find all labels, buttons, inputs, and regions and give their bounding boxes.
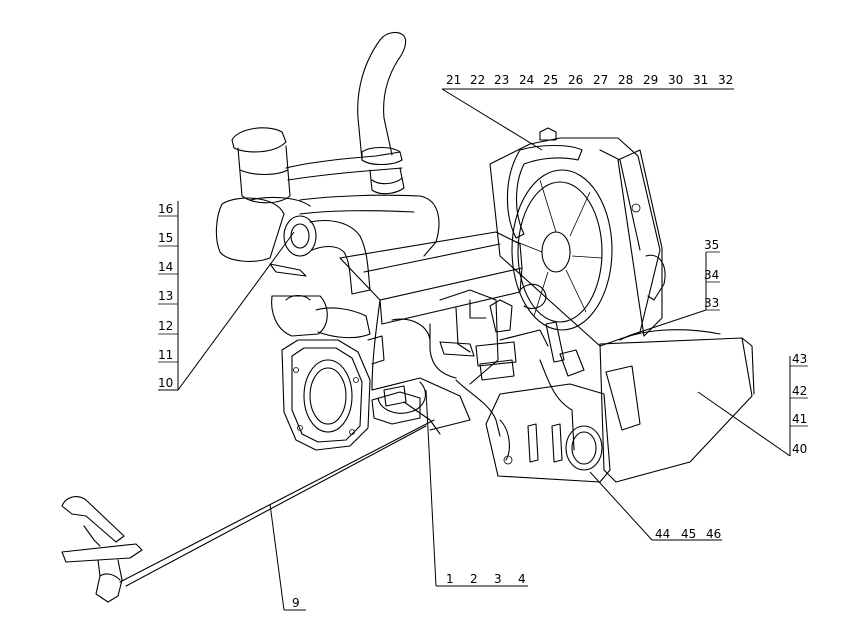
callout-14: 14 (158, 260, 173, 274)
callout-42: 42 (792, 384, 807, 398)
callout-13: 13 (158, 289, 173, 303)
callout-4: 4 (518, 572, 526, 586)
radiator (489, 127, 666, 347)
callout-35: 35 (704, 238, 719, 252)
callout-32: 32 (718, 73, 733, 87)
callout-30: 30 (668, 73, 683, 87)
accelerator-pedal (61, 496, 143, 603)
callout-46: 46 (706, 527, 721, 541)
exhaust-pipe (357, 31, 407, 195)
side-tank (599, 329, 755, 483)
callout-leaders (158, 88, 808, 611)
callout-22: 22 (470, 73, 485, 87)
callout-43: 43 (792, 352, 807, 366)
turbocharger (269, 215, 371, 339)
callout-27: 27 (593, 73, 608, 87)
engine-drawing (61, 31, 755, 603)
oil-pan (485, 383, 611, 483)
callout-21: 21 (446, 73, 461, 87)
callout-40: 40 (792, 442, 807, 456)
flywheel-housing (281, 335, 385, 451)
callout-1: 1 (446, 572, 454, 586)
callout-25: 25 (543, 73, 558, 87)
callout-44: 44 (655, 527, 670, 541)
callout-45: 45 (681, 527, 696, 541)
callout-15: 15 (158, 231, 173, 245)
callout-24: 24 (519, 73, 534, 87)
callout-16: 16 (158, 202, 173, 216)
callout-11: 11 (158, 348, 173, 362)
callout-3: 3 (494, 572, 502, 586)
fuel-lines (429, 283, 585, 451)
callout-9: 9 (292, 596, 300, 610)
callout-23: 23 (494, 73, 509, 87)
callout-2: 2 (470, 572, 478, 586)
callout-41: 41 (792, 412, 807, 426)
air-cleaner (215, 127, 311, 262)
callout-10: 10 (158, 376, 173, 390)
callout-34: 34 (704, 268, 719, 282)
callout-31: 31 (693, 73, 708, 87)
callout-26: 26 (568, 73, 583, 87)
callout-33: 33 (704, 296, 719, 310)
callout-28: 28 (618, 73, 633, 87)
callout-12: 12 (158, 319, 173, 333)
intake-pipe (285, 151, 440, 257)
label-ticks (158, 215, 808, 427)
callout-29: 29 (643, 73, 658, 87)
starter-and-linkage (119, 391, 435, 587)
callout-labels: 21 22 23 24 25 26 27 28 29 30 31 32 16 1… (158, 73, 807, 610)
